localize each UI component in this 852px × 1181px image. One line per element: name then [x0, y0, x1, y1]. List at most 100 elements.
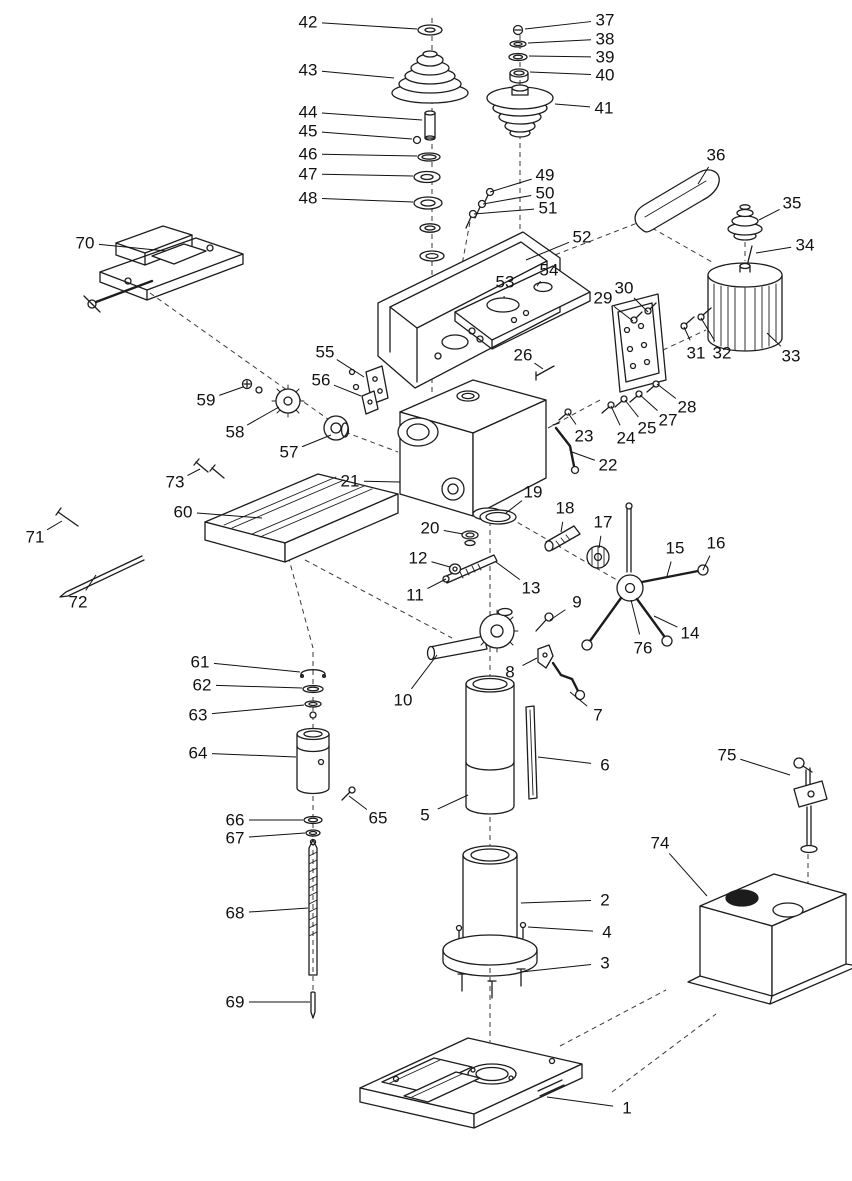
leader-line [443, 530, 464, 535]
callout-35: 35 [758, 194, 801, 221]
part-number: 5 [420, 806, 429, 825]
leader-line [215, 684, 303, 689]
part-pins [55, 458, 225, 598]
part-number: 50 [536, 184, 555, 203]
part-number: 53 [496, 273, 515, 292]
part-spindle-gear [544, 525, 610, 569]
leader-line [219, 386, 244, 396]
part-feed-handle [581, 502, 709, 651]
part-number: 18 [556, 499, 575, 518]
part-number: 56 [312, 371, 331, 390]
callout-49: 49 [489, 166, 554, 193]
leader-line [336, 359, 365, 378]
part-number: 75 [718, 746, 737, 765]
callout-19: 19 [505, 483, 542, 514]
callout-16: 16 [702, 534, 725, 571]
part-number: 74 [651, 834, 670, 853]
part-number: 28 [678, 398, 697, 417]
callout-42: 42 [299, 13, 418, 32]
callout-67: 67 [226, 829, 306, 848]
callout-45: 45 [299, 122, 413, 141]
part-number: 70 [76, 234, 95, 253]
callout-27: 27 [639, 394, 677, 430]
leader-line [567, 412, 577, 425]
callout-6: 6 [537, 756, 610, 775]
part-number: 60 [174, 503, 193, 522]
part-tension-rod [552, 422, 580, 475]
leader-line [569, 691, 588, 707]
callout-50: 50 [482, 184, 555, 205]
part-lock-handle [535, 612, 586, 701]
leader-line [437, 794, 469, 810]
callout-2: 2 [520, 891, 610, 910]
part-number: 40 [596, 66, 615, 85]
callout-3: 3 [520, 954, 610, 973]
leader-line [98, 243, 167, 252]
leader-line [211, 704, 305, 715]
leader-line [766, 332, 782, 347]
part-number: 29 [594, 289, 613, 308]
part-number: 25 [638, 419, 657, 438]
callout-9: 9 [549, 593, 582, 621]
leader-line [321, 173, 414, 177]
callout-33: 33 [766, 332, 800, 366]
part-number: 65 [369, 809, 388, 828]
leader-line [187, 468, 201, 476]
callout-43: 43 [299, 61, 395, 80]
part-table-lock [793, 757, 828, 854]
callout-60: 60 [174, 503, 263, 522]
part-number: 10 [394, 691, 413, 710]
callout-41: 41 [554, 99, 614, 118]
part-number: 54 [540, 261, 559, 280]
leader-line [697, 166, 710, 185]
leader-line [213, 662, 301, 673]
leader-line [348, 795, 368, 810]
part-number: 6 [600, 756, 609, 775]
part-number: 36 [707, 146, 726, 165]
callout-17: 17 [594, 513, 613, 549]
part-number: 69 [226, 993, 245, 1012]
callout-48: 48 [299, 189, 414, 208]
callout-53: 53 [496, 273, 515, 299]
part-motor-bracket [611, 293, 667, 393]
leader-line [489, 178, 532, 193]
callout-76: 76 [630, 599, 652, 658]
callout-11: 11 [406, 578, 447, 605]
callout-32: 32 [700, 317, 732, 363]
leader-line [528, 55, 592, 58]
part-number: 41 [595, 99, 614, 118]
callout-55: 55 [316, 343, 365, 378]
callout-10: 10 [394, 654, 438, 710]
part-stand [687, 873, 852, 1005]
callout-75: 75 [718, 746, 791, 776]
callout-62: 62 [193, 676, 303, 695]
leader-line [363, 480, 401, 483]
part-hub-pulley [241, 378, 350, 441]
callout-5: 5 [420, 794, 469, 825]
part-number: 3 [600, 954, 609, 973]
part-number: 68 [226, 904, 245, 923]
leader-line [683, 326, 691, 341]
part-number: 44 [299, 103, 318, 122]
part-number: 17 [594, 513, 613, 532]
leader-line [549, 609, 566, 621]
leader-line [211, 753, 297, 758]
part-number: 32 [713, 344, 732, 363]
part-number: 63 [189, 706, 208, 725]
callout-1: 1 [546, 1096, 632, 1118]
leader-line [598, 535, 602, 549]
leader-line [653, 615, 678, 628]
leader-line [520, 900, 592, 904]
part-number: 21 [341, 472, 360, 491]
leader-line [630, 599, 641, 635]
leader-line [248, 907, 309, 913]
part-number: 13 [522, 579, 541, 598]
part-number: 72 [69, 593, 88, 612]
part-number: 55 [316, 343, 335, 362]
part-number: 62 [193, 676, 212, 695]
part-vise-assembly [83, 225, 244, 313]
callout-14: 14 [653, 615, 699, 643]
callout-59: 59 [197, 386, 244, 410]
